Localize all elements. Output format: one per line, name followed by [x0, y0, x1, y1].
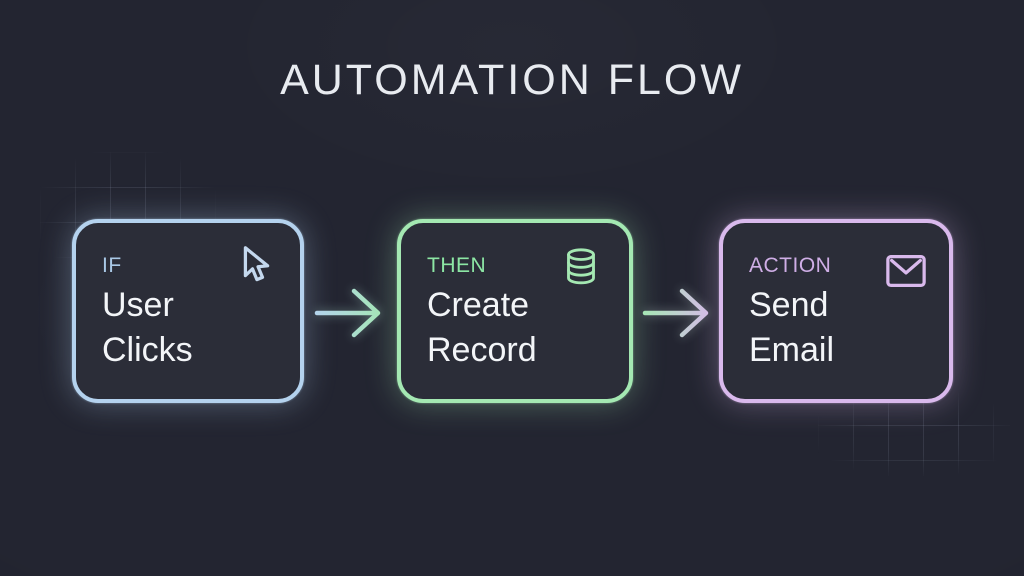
envelope-icon	[883, 250, 929, 292]
flow-node-action: ACTION Send Email	[719, 219, 953, 403]
flow-node-if: IF User Clicks	[72, 219, 304, 403]
flow-node-then: THEN Create Record	[397, 219, 633, 403]
node-text: Create Record	[427, 286, 537, 369]
node-label: IF	[102, 254, 122, 277]
node-text: Send Email	[749, 286, 835, 369]
grid-pattern-bottom-right	[818, 390, 1010, 476]
node-label: ACTION	[749, 254, 832, 277]
arrow-right-icon	[314, 288, 381, 338]
node-text: User Clicks	[102, 286, 193, 369]
cursor-icon	[232, 241, 278, 291]
arrow-right-icon	[642, 288, 709, 338]
node-label: THEN	[427, 254, 487, 277]
database-icon	[561, 242, 601, 292]
page-title: AUTOMATION FLOW	[280, 56, 744, 104]
